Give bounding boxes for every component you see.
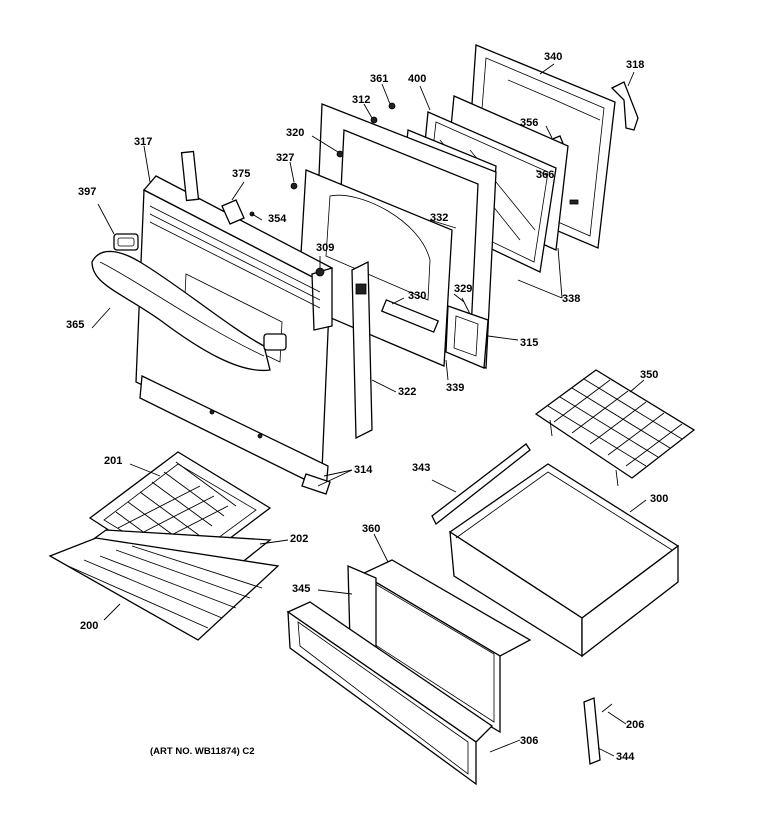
callout-354: 354 xyxy=(268,213,287,225)
art-number: (ART NO. WB11874) C2 xyxy=(150,746,255,757)
callout-202: 202 xyxy=(290,533,309,545)
callout-360: 360 xyxy=(362,523,381,535)
callout-318: 318 xyxy=(626,59,645,71)
callout-201: 201 xyxy=(104,455,123,467)
part-343-drawer-rail xyxy=(431,443,531,526)
callout-200: 200 xyxy=(80,620,99,632)
callout-309: 309 xyxy=(316,242,335,254)
part-350-oven-rack xyxy=(534,369,696,487)
callout-350: 350 xyxy=(640,369,659,381)
callout-356: 356 xyxy=(520,117,539,129)
part-300-drawer-body xyxy=(448,463,680,658)
screws xyxy=(290,102,396,277)
part-329-screw xyxy=(461,297,471,315)
callout-317: 317 xyxy=(134,136,153,148)
callout-361: 361 xyxy=(370,73,389,85)
part-375-bracket xyxy=(180,150,255,225)
part-344-drawer-slide xyxy=(583,697,613,765)
callout-339: 339 xyxy=(446,382,465,394)
callout-366: 366 xyxy=(536,169,555,181)
part-306-drawer-front xyxy=(286,601,494,786)
callout-300: 300 xyxy=(650,493,669,505)
callout-340: 340 xyxy=(544,51,563,63)
callout-344: 344 xyxy=(616,751,635,763)
callout-330: 330 xyxy=(408,290,427,302)
part-314-bracket xyxy=(301,473,331,495)
callout-206: 206 xyxy=(626,719,645,731)
part-200-rack xyxy=(48,537,280,641)
callout-312: 312 xyxy=(352,94,371,106)
part-315-hinge-assembly xyxy=(445,305,489,369)
callout-332: 332 xyxy=(430,212,449,224)
callout-365: 365 xyxy=(66,319,85,331)
callout-345: 345 xyxy=(292,583,311,595)
callout-329: 329 xyxy=(454,283,473,295)
callout-322: 322 xyxy=(398,386,417,398)
callout-400: 400 xyxy=(408,73,427,85)
leader-lines xyxy=(91,63,647,757)
callout-315: 315 xyxy=(520,337,539,349)
callout-327: 327 xyxy=(276,152,295,164)
callout-338: 338 xyxy=(562,293,581,305)
callout-320: 320 xyxy=(286,127,305,139)
callout-397: 397 xyxy=(78,186,97,198)
callout-343: 343 xyxy=(412,462,431,474)
part-365-door-handle xyxy=(91,233,287,372)
part-318-hinge xyxy=(610,81,639,131)
callout-306: 306 xyxy=(520,735,539,747)
callout-375: 375 xyxy=(232,168,251,180)
part-322-door-side-strip xyxy=(351,260,373,440)
callout-314: 314 xyxy=(354,464,373,476)
